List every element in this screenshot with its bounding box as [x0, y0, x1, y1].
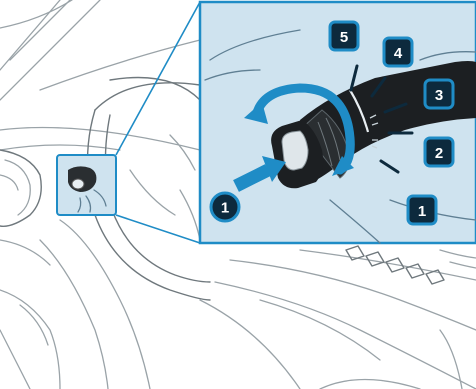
- callout-square-5-label: 5: [340, 29, 348, 46]
- callout-square-1-label: 1: [418, 203, 426, 220]
- callout-square-2: 2: [425, 138, 453, 166]
- stalk-location-box: [57, 155, 116, 215]
- connector-line-bottom: [116, 215, 200, 243]
- callout-square-1: 1: [408, 196, 436, 224]
- callout-square-4: 4: [384, 38, 412, 66]
- callout-circle-push-label: 1: [221, 200, 229, 217]
- callout-circle-push: 1: [211, 193, 239, 221]
- callout-square-3: 3: [425, 80, 453, 108]
- callout-square-5: 5: [330, 22, 358, 50]
- callout-square-4-label: 4: [394, 45, 403, 62]
- callout-square-2-label: 2: [435, 145, 443, 162]
- callout-square-3-label: 3: [435, 87, 443, 104]
